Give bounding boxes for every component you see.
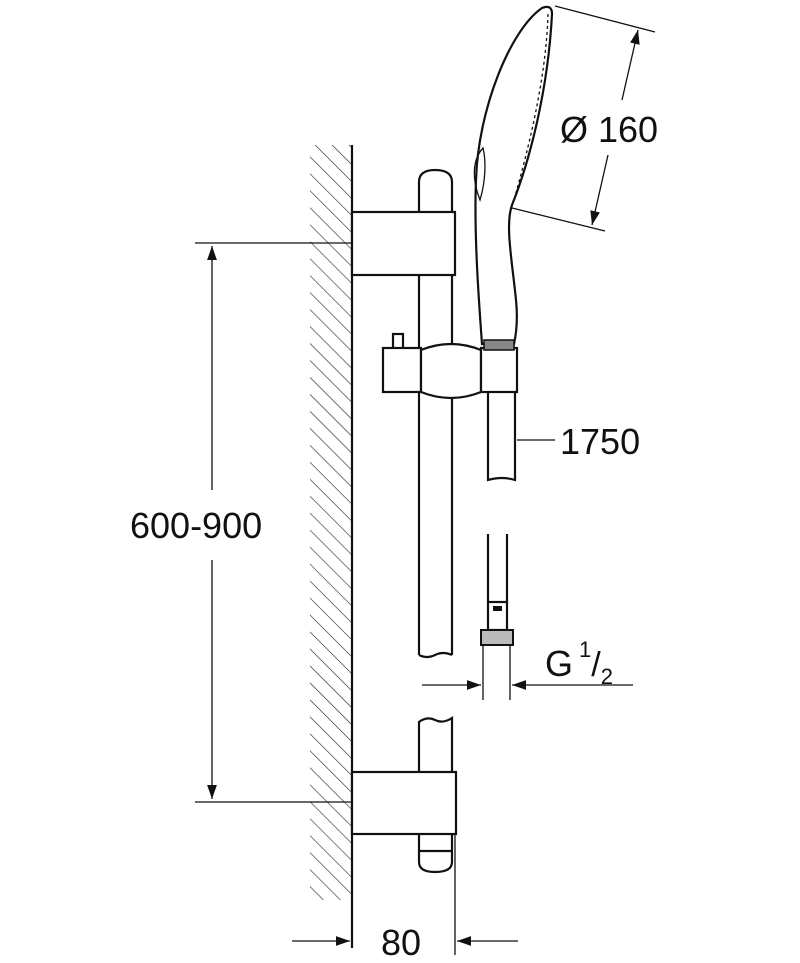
dimension-projection — [292, 834, 518, 955]
top-wall-bracket — [350, 210, 457, 277]
hose — [480, 392, 517, 700]
thread-numerator: 1 — [579, 637, 592, 662]
thread-denominator: 2 — [600, 664, 613, 690]
thread-letter: G — [545, 643, 574, 684]
hose-length-label: 1750 — [560, 421, 641, 462]
dimension-diameter — [511, 5, 656, 232]
bottom-wall-bracket — [350, 770, 458, 836]
bracket-spacing-label: 600-900 — [130, 505, 263, 546]
projection-label: 80 — [381, 922, 422, 963]
shower-rail — [417, 168, 454, 874]
diameter-label: Ø 160 — [560, 109, 659, 150]
wall — [310, 145, 354, 948]
hand-shower — [473, 5, 554, 351]
dimension-bracket-spacing — [195, 242, 352, 803]
